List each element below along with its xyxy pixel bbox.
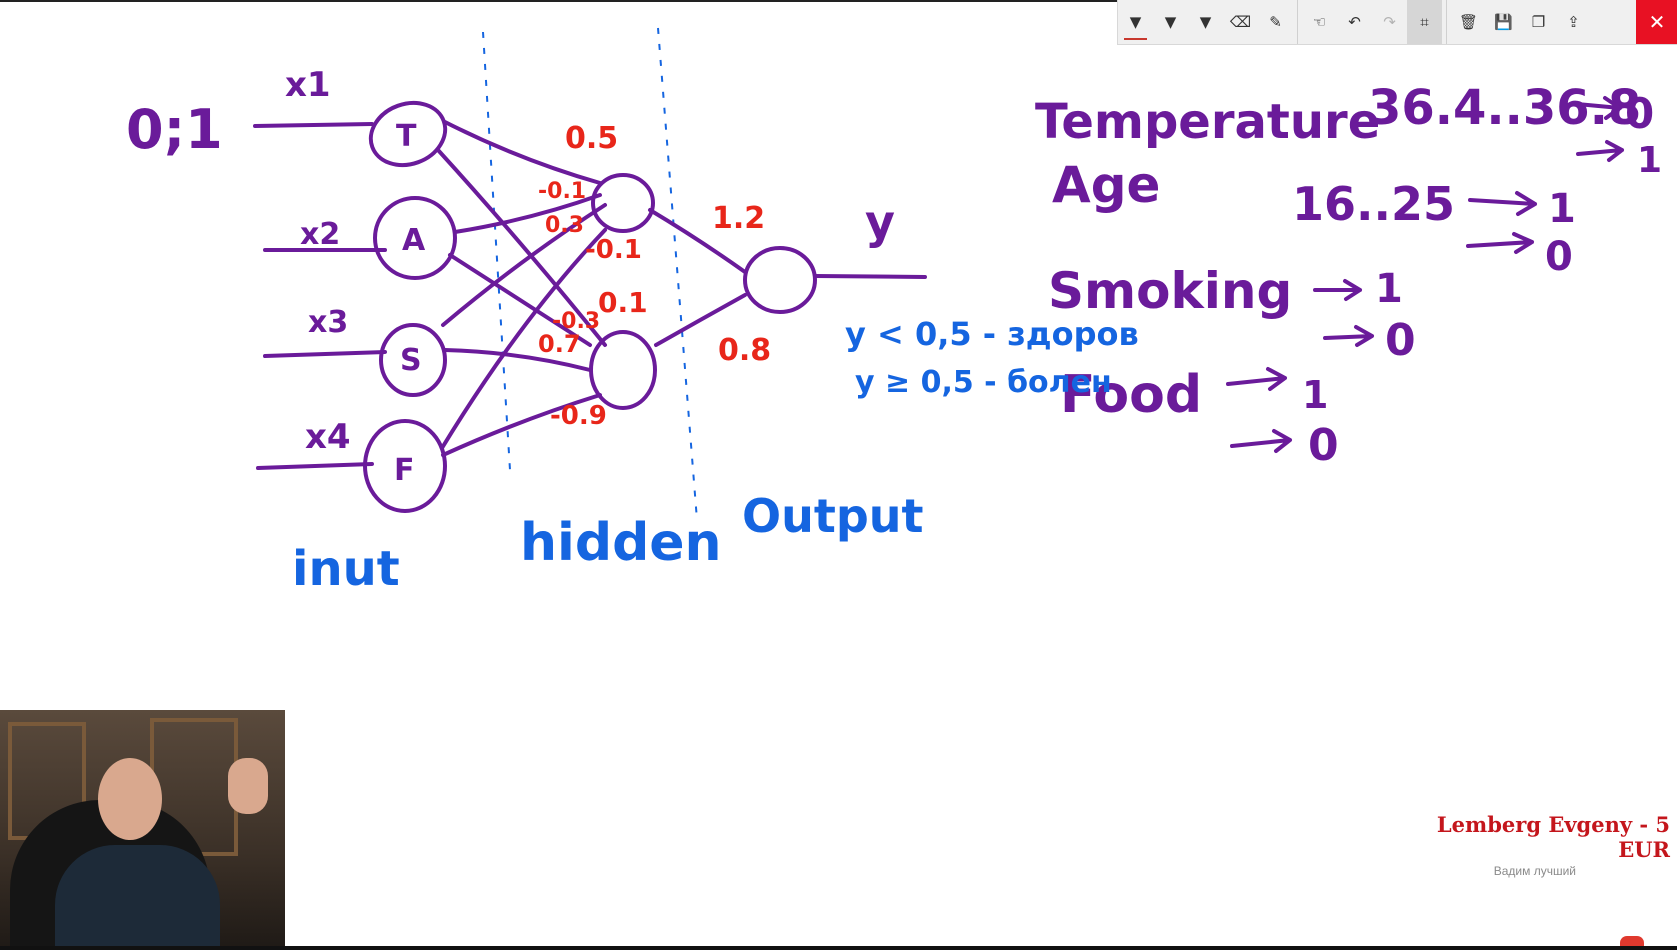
feature-age: Age <box>1052 156 1160 214</box>
node-T-label: T <box>396 119 417 154</box>
ink-toolbar: ▼ ▼ ▼ ⌫ ✎ ☜ ↶ ↷ ⌗ 🗑 💾 ❐ ⇪ ✕ <box>1117 0 1677 45</box>
delete-icon[interactable]: 🗑 <box>1458 13 1479 31</box>
undo-icon[interactable]: ↶ <box>1348 13 1361 31</box>
window-top-edge <box>0 0 1677 2</box>
touch-writing-icon[interactable]: ☜ <box>1312 13 1327 31</box>
node-S <box>379 323 447 397</box>
pencil-icon[interactable]: ▼ <box>1164 13 1177 31</box>
layer-label-hidden: hidden <box>520 513 722 573</box>
node-A-label: A <box>402 223 426 258</box>
weight-hidden2-a: 0.1 <box>598 286 648 319</box>
presenter-body <box>55 845 220 948</box>
presenter-webcam <box>0 710 285 948</box>
eraser-icon[interactable]: ⌫ <box>1229 13 1252 31</box>
feature-food: Food <box>1060 365 1202 425</box>
weight-hidden2-c: 0.7 <box>538 330 581 358</box>
node-F-label: F <box>394 453 415 488</box>
node-F <box>363 419 447 513</box>
connections-input-hidden <box>436 120 607 457</box>
weight-hidden1-c: 0.3 <box>545 213 584 238</box>
input-lines <box>253 122 387 470</box>
donation-subtext: Вадим лучший <box>1493 864 1576 878</box>
donation-alert: Lemberg Evgeny - 5 EUR Вадим лучший <box>1390 812 1670 878</box>
redo-icon[interactable]: ↷ <box>1383 13 1396 31</box>
save-icon[interactable]: 💾 <box>1494 13 1513 31</box>
window-bottom-edge <box>0 946 1677 950</box>
close-icon[interactable]: ✕ <box>1636 0 1677 44</box>
donation-text: Lemberg Evgeny - 5 EUR <box>1436 812 1670 862</box>
temperature-map-0: 0 <box>1625 89 1654 138</box>
output-node <box>743 246 817 314</box>
weight-hidden2-d: -0.9 <box>550 401 607 431</box>
toolbar-separator <box>1446 0 1447 44</box>
hidden-node-1 <box>591 173 655 233</box>
mapping-arrows <box>1226 96 1624 453</box>
input-range-label: 0;1 <box>126 98 223 161</box>
crop-icon[interactable]: ⌗ <box>1407 0 1442 44</box>
age-map-0: 1 <box>1548 186 1576 232</box>
rule-sick: y ≥ 0,5 - болен <box>855 365 1112 400</box>
presenter-hand <box>228 758 268 814</box>
connections-hidden-output <box>648 208 927 347</box>
input-label-x1: x1 <box>285 65 331 105</box>
weight-output-b: 0.8 <box>718 333 771 368</box>
separator-hidden-output <box>657 27 698 521</box>
toolbar-separator <box>1297 0 1298 44</box>
input-label-x2: x2 <box>300 217 340 252</box>
output-var-label: y <box>865 195 895 249</box>
food-map-0: 1 <box>1302 373 1328 417</box>
weight-hidden1-a: 0.5 <box>565 121 618 156</box>
presenter-head <box>98 758 162 840</box>
feature-temperature-range: 36.4..36.8 <box>1368 80 1641 136</box>
rule-healthy: y < 0,5 - здоров <box>845 315 1139 353</box>
age-map-1: 0 <box>1545 234 1573 280</box>
feature-smoking: Smoking <box>1048 262 1292 320</box>
input-label-x3: x3 <box>308 305 348 340</box>
ruler-icon[interactable]: ✎ <box>1269 13 1282 31</box>
highlighter-icon[interactable]: ▼ <box>1199 13 1212 31</box>
separator-input-hidden <box>482 31 511 471</box>
input-label-x4: x4 <box>305 417 351 457</box>
layer-label-output: Output <box>742 489 924 543</box>
feature-temperature: Temperature <box>1035 94 1380 150</box>
hidden-node-2 <box>589 330 657 410</box>
feature-age-range: 16..25 <box>1292 177 1455 231</box>
temperature-map-1: 1 <box>1637 140 1662 181</box>
copy-icon[interactable]: ❐ <box>1531 13 1546 31</box>
share-icon[interactable]: ⇪ <box>1567 13 1580 31</box>
layer-label-input: inut <box>292 541 400 597</box>
node-A <box>373 196 457 280</box>
smoking-map-1: 0 <box>1385 315 1416 366</box>
ballpoint-pen-icon[interactable]: ▼ <box>1118 0 1153 44</box>
weight-hidden1-d: -0.1 <box>585 235 642 265</box>
smoking-map-0: 1 <box>1375 266 1403 312</box>
node-S-label: S <box>400 343 422 378</box>
food-map-1: 0 <box>1308 420 1339 471</box>
weight-hidden1-b: -0.1 <box>538 179 586 204</box>
weight-output-a: 1.2 <box>712 201 765 236</box>
weight-hidden2-b: -0.3 <box>552 309 600 334</box>
hidden-nodes <box>589 173 657 410</box>
